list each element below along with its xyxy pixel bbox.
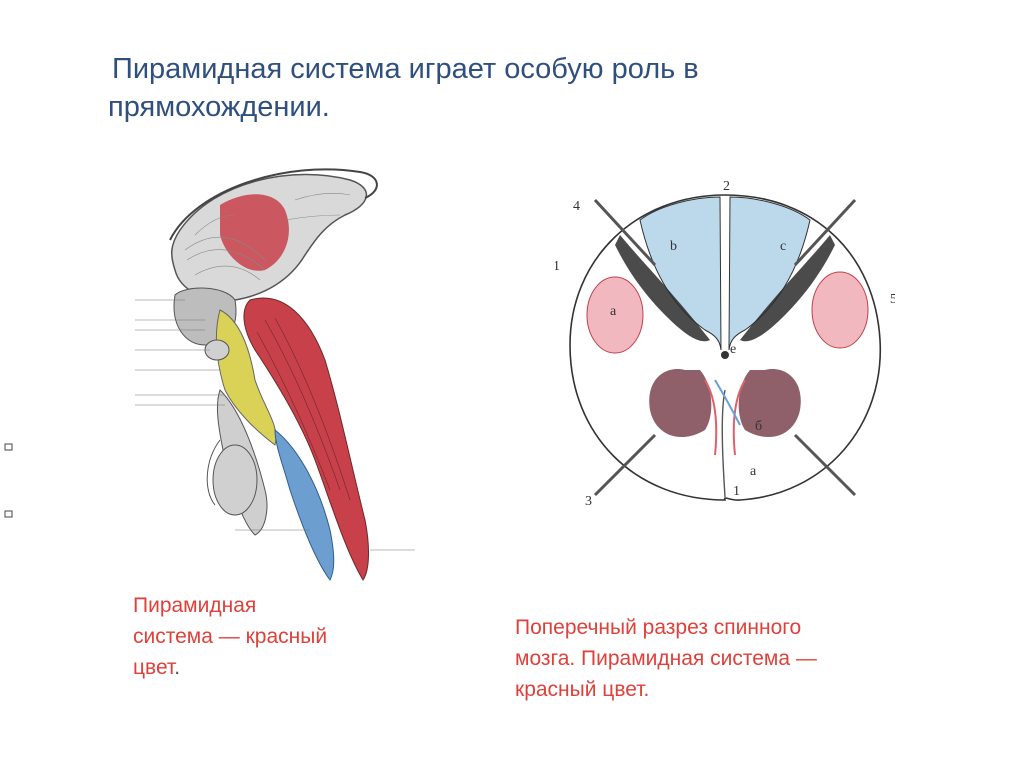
lateral-pyramidal-left: [586, 276, 644, 354]
left-caption-line-2: система — красный: [133, 625, 328, 648]
dorsal-horn-left: [615, 235, 710, 342]
right-figure-caption: Поперечный разрез спинного мозга. Пирами…: [515, 612, 895, 705]
anterior-horn-right: [738, 369, 801, 438]
right-caption-line-2: мозга. Пирамидная система —: [515, 647, 817, 670]
title-line-1: Пирамидная система играет особую роль в: [112, 53, 699, 85]
label-top: 2: [723, 179, 730, 194]
title-line-2: прямохождении.: [108, 91, 330, 123]
left-caption-line-3: цвет.: [133, 652, 413, 683]
lateral-pyramidal-right: [811, 271, 869, 349]
label-horn-right: e: [730, 342, 736, 357]
anterior-horn-left: [649, 369, 712, 438]
left-caption-word: цвет: [133, 656, 175, 679]
label-left-lower: 3: [585, 494, 592, 509]
yellow-tract: [215, 309, 277, 446]
left-figure-caption: Пирамидная система — красный цвет.: [133, 590, 413, 683]
nerve-stumps: [204, 339, 258, 516]
label-tract-right: б: [755, 419, 762, 434]
brain-striations: [184, 193, 351, 281]
edge-marker-icon: [4, 510, 13, 518]
nerve-roots: [593, 198, 857, 497]
posterior-column-right: [728, 196, 811, 351]
left-caption-line-1: Пирамидная: [133, 594, 257, 617]
label-horn-left: a: [610, 304, 617, 319]
left-caption-dot: .: [174, 656, 181, 679]
spinal-cord-section: 2 4 1 3 1 5 b c a e б a: [555, 179, 895, 509]
red-striations: [256, 317, 351, 501]
edge-marker-icon: [4, 443, 13, 451]
label-left-upper: 1: [555, 259, 560, 274]
label-bottom: 1: [733, 484, 740, 499]
figure-letters: 2 4 1 3 1 5 b c a e б a: [555, 179, 895, 509]
label-right: 5: [890, 292, 895, 307]
pyramidal-tract-red: [243, 297, 369, 581]
right-caption-line-1: Поперечный разрез спинного: [515, 616, 802, 639]
brainstem-illustration: [135, 168, 415, 581]
label-top-left: 4: [573, 199, 580, 214]
slide-title: Пирамидная система играет особую роль в …: [108, 50, 808, 126]
right-caption-line-3: красный цвет.: [515, 678, 650, 701]
blue-tract: [274, 428, 335, 581]
anterior-fissure: [721, 389, 726, 498]
brain-outer-rim: [169, 168, 378, 241]
leader-lines: [135, 299, 415, 551]
brain-fibers-red: [220, 194, 289, 271]
posterior-column-left: [639, 196, 722, 351]
dorsal-horn-right: [740, 235, 835, 342]
tract-arrows: [704, 379, 746, 456]
label-col-right: c: [780, 239, 786, 254]
label-tract-low: a: [750, 464, 757, 479]
label-col-left: b: [670, 239, 677, 254]
central-canal: [721, 351, 729, 359]
